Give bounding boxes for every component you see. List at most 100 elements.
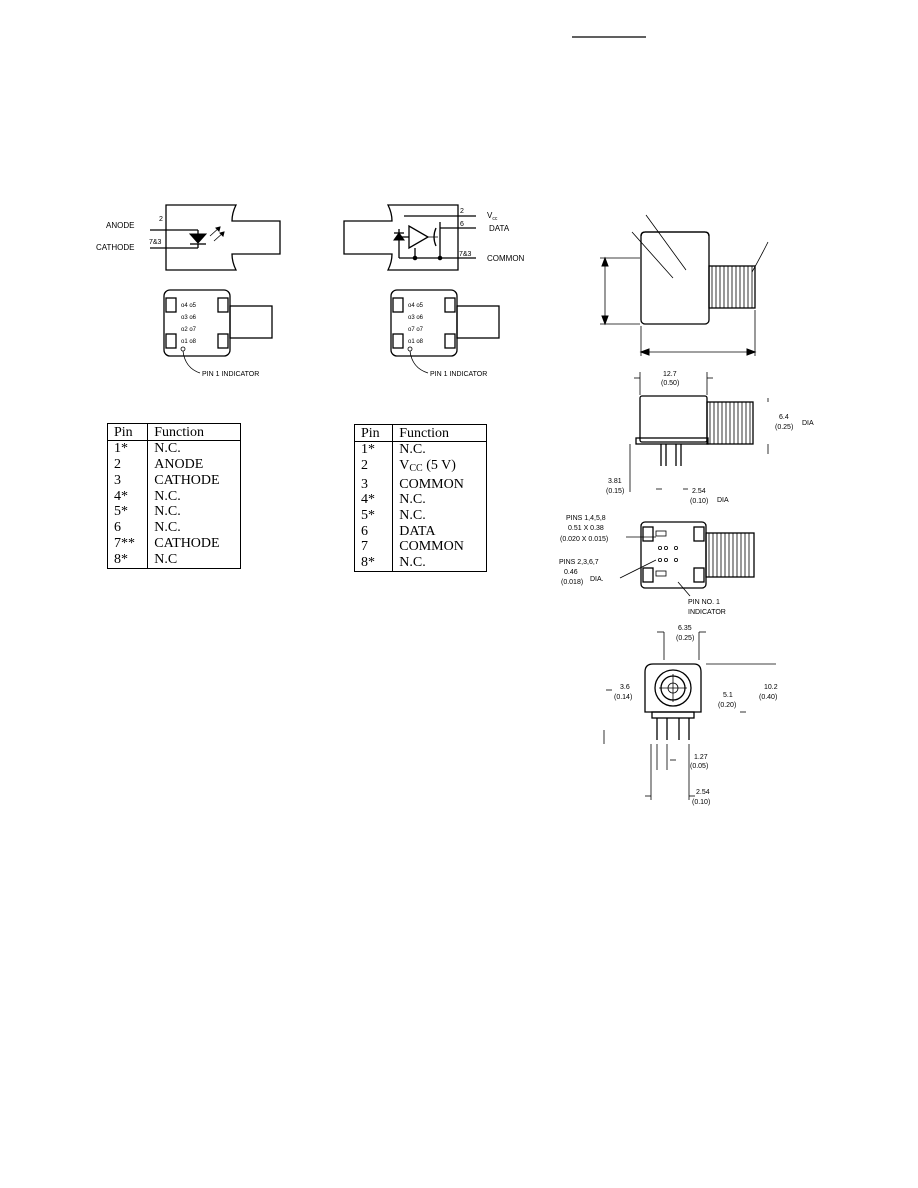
width-dim-mm: 12.7 xyxy=(663,371,677,378)
table-row: 8* N.C xyxy=(107,552,241,569)
front-width-mm: 6.35 xyxy=(678,625,692,632)
lead-dia-unit: DIA xyxy=(717,497,729,504)
pin-row-4: o1 o8 xyxy=(181,339,197,345)
pins-1458-in: (0.020 X 0.015) xyxy=(560,536,608,543)
isometric-view xyxy=(600,214,769,356)
vcc-label: Vcc xyxy=(487,211,498,222)
rx-pin-row-4: o1 o8 xyxy=(408,339,424,345)
data-label: DATA xyxy=(489,224,510,233)
thread-dia-in: (0.25) xyxy=(775,424,793,431)
pin-row-2: o3 o6 xyxy=(181,315,197,321)
function-cell: N.C. xyxy=(154,520,181,536)
rx-pin-row-2: o3 o6 xyxy=(408,315,424,321)
table-row: 1*N.C. xyxy=(354,441,487,458)
pin-cell: 8* xyxy=(107,552,149,569)
vcc-text: V xyxy=(399,457,410,473)
function-cell: CATHODE xyxy=(154,536,220,552)
height-in: (0.40) xyxy=(759,694,777,701)
thread-dia-mm: 6.4 xyxy=(779,414,789,421)
lead-length-mm: 3.81 xyxy=(608,478,622,485)
pin1-indicator-label: PIN 1 INDICATOR xyxy=(202,371,259,378)
thread-dia-unit: DIA xyxy=(802,420,814,427)
pins-1458-mm: 0.51 X 0.38 xyxy=(568,525,604,532)
function-header: Function xyxy=(392,424,487,442)
pins-1458-title: PINS 1,4,5,8 xyxy=(566,515,606,522)
pin-cell: 5* xyxy=(354,508,394,524)
transmitter-bottom-view: o4 o5 o3 o6 o2 o7 o1 o8 PIN 1 INDICATOR xyxy=(163,289,273,378)
rx-pin1-indicator-label: PIN 1 INDICATOR xyxy=(430,371,487,378)
pin-cell: 2 xyxy=(354,457,394,477)
function-cell: VCC (5 V) xyxy=(393,458,487,477)
pin-cell: 1* xyxy=(354,441,394,458)
pin-pitch-in: (0.05) xyxy=(690,763,708,770)
common-label: COMMON xyxy=(487,254,525,263)
lead-dia-in: (0.10) xyxy=(690,498,708,505)
function-cell: COMMON xyxy=(399,539,464,555)
vcc-value: (5 V) xyxy=(422,457,456,473)
table-row: 3 COMMON xyxy=(354,476,487,493)
pin-header: Pin xyxy=(107,423,149,441)
table-row: 7**CATHODE xyxy=(107,536,241,553)
pin2-label: 2 xyxy=(159,216,163,223)
function-cell: ANODE xyxy=(154,456,204,472)
lead-dia-mm: 2.54 xyxy=(692,488,706,495)
table-header-row: Pin Function xyxy=(107,423,241,441)
rx-pin6-label: 6 xyxy=(460,221,464,228)
table-row: 4* N.C. xyxy=(354,492,487,509)
pin-no1-line1: PIN NO. 1 xyxy=(688,599,720,606)
receiver-schematic: 2 6 7&3 Vcc DATA COMMON xyxy=(343,204,525,271)
cathode-label: CATHODE xyxy=(96,243,135,252)
pin-header: Pin xyxy=(354,424,394,442)
function-cell: DATA xyxy=(399,523,436,539)
table-row: 6 N.C. xyxy=(107,520,241,537)
pin-row-1: o4 o5 xyxy=(181,303,197,309)
row-pitch-mm: 2.54 xyxy=(696,789,710,796)
pins-2367-in: (0.018) xyxy=(561,579,583,586)
left-offset-mm: 3.6 xyxy=(620,684,630,691)
lead-length-in: (0.15) xyxy=(606,488,624,495)
pin-cell: 4* xyxy=(354,492,394,509)
thread-side xyxy=(706,401,754,445)
pin73-label: 7&3 xyxy=(149,239,162,246)
vcc-subscript: CC xyxy=(409,462,423,474)
function-cell: N.C. xyxy=(399,555,426,571)
row-pitch-in: (0.10) xyxy=(692,799,710,806)
function-header: Function xyxy=(147,423,241,441)
pins-2367-unit: DIA. xyxy=(590,576,604,583)
pin-cell: 5* xyxy=(107,504,149,521)
pin-pitch-mm: 1.27 xyxy=(694,754,708,761)
function-cell: N.C xyxy=(154,552,178,568)
width-dim-in: (0.50) xyxy=(661,380,679,387)
pin-bottom-view: PINS 1,4,5,8 0.51 X 0.38 (0.020 X 0.015)… xyxy=(559,515,755,616)
function-cell: COMMON xyxy=(399,476,464,492)
function-cell: N.C. xyxy=(154,504,181,520)
table-row: 3 CATHODE xyxy=(107,472,241,489)
function-cell: N.C. xyxy=(399,508,426,524)
rx-pin2-label: 2 xyxy=(460,208,464,215)
pin-cell: 4* xyxy=(107,488,149,505)
function-cell: N.C. xyxy=(154,441,181,456)
pin-row-3: o2 o7 xyxy=(181,327,197,333)
rx-pin-row-3: o7 o7 xyxy=(408,327,424,333)
pins-2367-mm: 0.46 xyxy=(564,569,578,576)
pin-cell: 3 xyxy=(354,476,394,493)
pin-cell: 6 xyxy=(107,520,149,537)
function-cell: N.C. xyxy=(154,488,181,504)
table-row: 8*N.C. xyxy=(354,555,487,572)
table-row: 4* N.C. xyxy=(107,488,241,505)
height-mm: 10.2 xyxy=(764,684,778,691)
table-row: 1* N.C. xyxy=(107,440,241,457)
pin-cell: 3 xyxy=(107,472,149,489)
function-cell: CATHODE xyxy=(154,472,220,488)
rx-pin73-label: 7&3 xyxy=(459,251,472,258)
table-row: 5* N.C. xyxy=(354,508,487,524)
function-cell: N.C. xyxy=(399,492,426,508)
pin-cell: 1* xyxy=(107,440,149,457)
thread-iso xyxy=(708,265,756,309)
